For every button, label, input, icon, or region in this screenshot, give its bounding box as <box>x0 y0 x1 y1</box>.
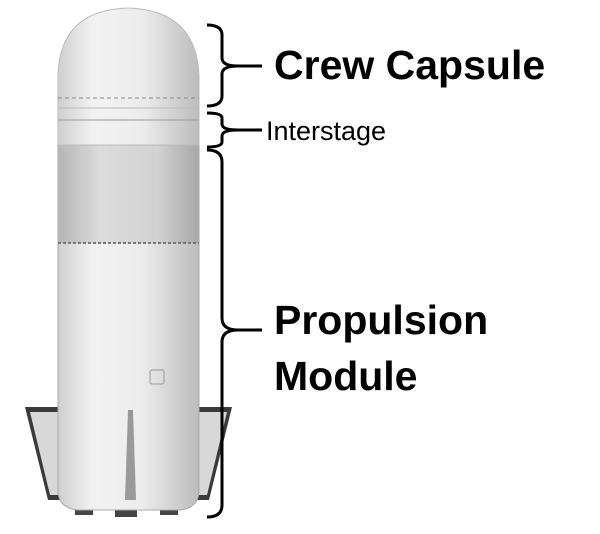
interstage <box>57 107 200 146</box>
crew-capsule <box>57 7 200 109</box>
propulsion-upper-band <box>58 145 199 243</box>
interstage-label: Interstage <box>266 116 387 146</box>
crew-capsule-label: Crew Capsule <box>274 42 546 88</box>
left-fin <box>25 407 62 500</box>
crew-capsule-brace <box>206 23 262 108</box>
center-fin <box>125 410 136 500</box>
propulsion-module-brace <box>206 148 262 519</box>
right-fin <box>195 407 232 500</box>
propulsion-label-line1: Propulsion <box>274 297 489 343</box>
interstage-brace <box>206 111 262 149</box>
propulsion-label-line2: Module <box>274 353 418 399</box>
